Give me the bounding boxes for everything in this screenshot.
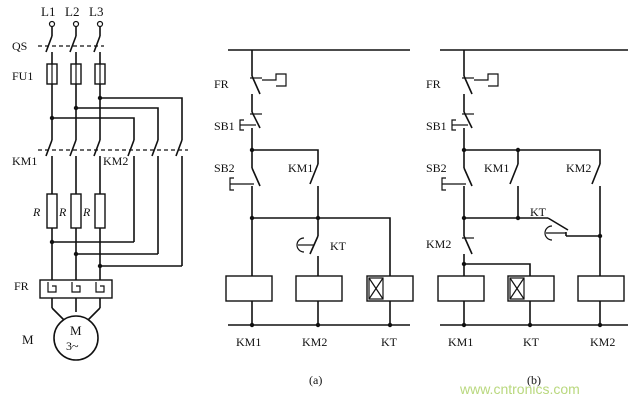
km1-main-label: KM1 [12, 154, 37, 168]
kt-contact-label-a: KT [330, 239, 347, 253]
qs-switch [38, 27, 104, 64]
fr-label-b: FR [426, 77, 441, 91]
km1-main-contacts [45, 139, 101, 186]
coils-a [225, 275, 414, 328]
main-wiring [49, 84, 183, 140]
sb2-label-a: SB2 [214, 161, 235, 175]
sb1-label-a: SB1 [214, 119, 235, 133]
km1-contact-label-b: KM1 [484, 161, 509, 175]
watermark: www.cntronics.com [459, 381, 580, 397]
coil-kt-b [507, 275, 555, 302]
phase-label-l1: L1 [41, 4, 55, 19]
coil-label-km1-a: KM1 [236, 335, 261, 349]
km2-nc-contact-b [462, 218, 474, 276]
motor-symbol: M [70, 323, 82, 338]
terminal-l2 [72, 20, 80, 28]
fr-label-a: FR [214, 77, 229, 91]
sb1-stop-button-a [239, 111, 262, 150]
sb2-label-b: SB2 [426, 161, 447, 175]
km2-main-contacts [127, 139, 183, 266]
coil-km1-a [225, 275, 273, 302]
control-circuit-a: FR SB1 SB2 KM1 [214, 49, 414, 387]
terminal-l3 [96, 20, 104, 28]
terminal-l1 [48, 20, 56, 28]
thermal-relay-fr [39, 279, 113, 321]
km2-no-contact-b [591, 163, 601, 276]
km2-nc-label-b: KM2 [426, 237, 451, 251]
resistor-label-3: R [82, 205, 91, 219]
coil-label-km1-b: KM1 [448, 335, 473, 349]
phase-label-l2: L2 [65, 4, 79, 19]
coil-label-km2-b: KM2 [590, 335, 615, 349]
control-circuit-b: FR SB1 SB2 KM1 [426, 49, 628, 387]
coil-kt-a [366, 275, 414, 302]
fu1-label: FU1 [12, 69, 33, 83]
fr-main-label: FR [14, 279, 29, 293]
coil-km1-b [437, 275, 485, 302]
bypass-return [49, 239, 182, 269]
fuses-fu1 [46, 63, 106, 85]
resistor-label-1: R [32, 205, 41, 219]
km2-main-label: KM2 [103, 154, 128, 168]
coil-label-km2-a: KM2 [302, 335, 327, 349]
caption-b: (b) [527, 373, 541, 387]
main-circuit: L1 L2 L3 QS FU1 [12, 4, 188, 361]
coils-b [437, 275, 625, 328]
sb2-start-button-b [441, 150, 473, 218]
coil-label-kt-a: KT [381, 335, 398, 349]
coil-label-kt-b: KT [523, 335, 540, 349]
kt-contact-label-b: KT [530, 205, 547, 219]
kt-delay-contact-b [544, 217, 603, 241]
coil-km2-a [295, 275, 343, 302]
km1-no-contact-b [509, 163, 519, 218]
sb1-stop-button-b [451, 111, 474, 150]
phase-label-l3: L3 [89, 4, 103, 19]
coil-km2-b [577, 275, 625, 302]
fr-nc-contact-b [462, 70, 499, 112]
motor-label: M [22, 332, 34, 347]
km1-no-contact-a [309, 163, 319, 218]
motor: M 3~ [53, 315, 99, 361]
km2-contact-label-b: KM2 [566, 161, 591, 175]
kt-delay-contact-a [296, 218, 319, 276]
caption-a: (a) [309, 373, 322, 387]
qs-label: QS [12, 39, 27, 53]
fr-nc-contact-a [250, 70, 287, 112]
resistor-label-2: R [58, 205, 67, 219]
sb1-label-b: SB1 [426, 119, 447, 133]
motor-type: 3~ [66, 339, 79, 353]
resistors [46, 186, 106, 280]
sb2-start-button-a [229, 150, 261, 218]
km1-contact-label-a: KM1 [288, 161, 313, 175]
